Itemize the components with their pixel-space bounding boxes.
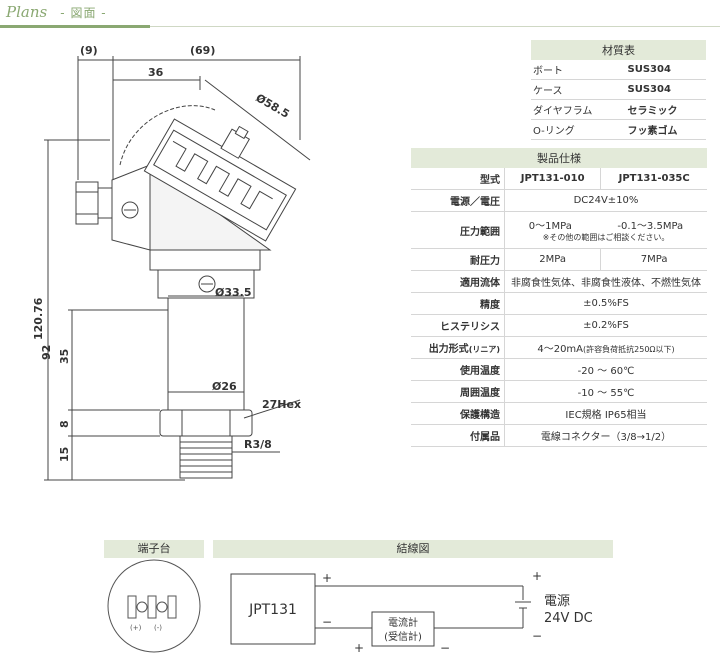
table-row: 圧力範囲 0～1MPa-0.1～3.5MPa ※その他の範囲はご相談ください。 [411,211,707,249]
dim-15: 15 [58,447,71,462]
materials-title: 材質表 [531,40,706,60]
dim-92: 92 [40,345,53,360]
dim-33: Ø33.5 [215,286,252,299]
terminal-title: 端子台 [104,540,204,558]
table-row: 耐圧力 2MPa 7MPa [411,248,707,271]
plans-subtitle: - 図面 - [60,6,107,20]
dim-36: 36 [148,66,164,79]
table-row: 保護構造 IEC規格 IP65相当 [411,402,707,425]
table-row: 型式 JPT131-010 JPT131-035C [411,168,707,190]
table-row: 周囲温度 -10 ～ 55℃ [411,380,707,403]
table-row: ヒステリシス ±0.2%FS [411,314,707,337]
dim-r38: R3/8 [244,438,272,451]
page-header: Plans - 図面 - [6,2,107,24]
table-row: 精度 ±0.5%FS [411,292,707,315]
table-row: 電源／電圧 DC24V±10% [411,189,707,212]
wiring-title: 結線図 [213,540,613,558]
dim-35: 35 [58,349,71,364]
table-row: ダイヤフラムセラミック [531,99,706,120]
dim-9: (9) [80,44,98,57]
table-row: 付属品 電線コネクター（3/8→1/2） [411,424,707,447]
dim-26: Ø26 [212,380,237,393]
table-row: 適用流体 非腐食性気体、非腐食性液体、不燃性気体 [411,270,707,293]
header-accent-rule [0,25,150,28]
header-rule [0,26,720,27]
dim-58: Ø58.5 [254,91,292,121]
dim-120: 120.76 [32,297,45,340]
dim-8: 8 [58,420,71,428]
spec-title: 製品仕様 [411,148,707,168]
table-row: O-リングフッ素ゴム [531,119,706,140]
table-row: 使用温度 -20 ～ 60℃ [411,358,707,381]
spec-table: 製品仕様 型式 JPT131-010 JPT131-035C 電源／電圧 DC2… [411,148,707,447]
table-row: 出力形式(リニア) 4～20mA(許容負荷抵抗250Ω以下) [411,336,707,359]
dim-hex: 27Hex [262,398,301,411]
dim-69: (69) [190,44,215,57]
plans-title: Plans [6,3,48,21]
